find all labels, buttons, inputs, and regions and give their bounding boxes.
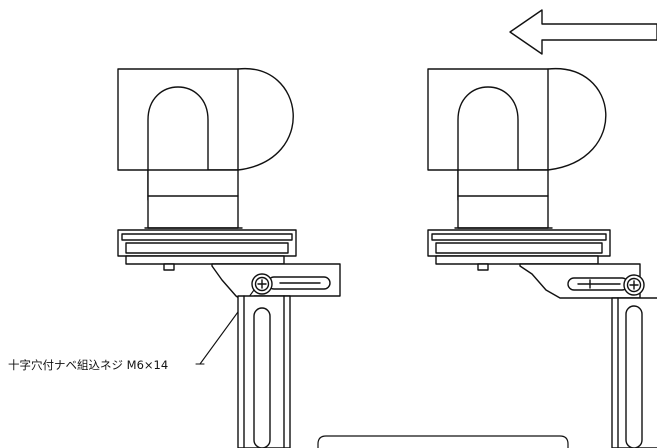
cross-recessed-screw-icon: [251, 273, 273, 295]
left-arrow-icon: [509, 9, 657, 55]
screw-callout-label: 十字穴付ナベ組込ネジ M6×14: [8, 358, 169, 372]
left-pole-slot: [253, 307, 271, 448]
right-pole-slot: [625, 305, 643, 448]
left-camera-neck: [147, 169, 239, 229]
left-camera-assembly: [117, 68, 341, 448]
cross-recessed-screw-icon: [623, 274, 645, 296]
right-camera-neck: [457, 169, 549, 229]
left-camera-dome: [237, 68, 294, 171]
right-camera-dome: [547, 68, 607, 171]
bottom-frame-outline: [317, 435, 569, 448]
right-camera-assembly: [427, 68, 657, 448]
